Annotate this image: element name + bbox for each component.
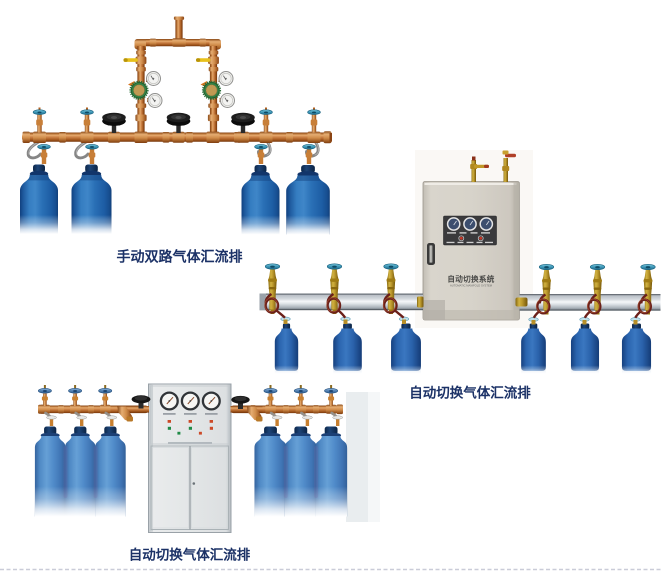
svg-text:自动切换气体汇流排: 自动切换气体汇流排 xyxy=(129,547,251,563)
svg-text:自动切换系统: 自动切换系统 xyxy=(447,274,494,284)
svg-text:AUTOMATIC MANIFOLD SYSTEM: AUTOMATIC MANIFOLD SYSTEM xyxy=(450,283,493,287)
svg-text:自动切换气体汇流排: 自动切换气体汇流排 xyxy=(409,385,531,401)
svg-text:手动双路气体汇流排: 手动双路气体汇流排 xyxy=(117,249,243,265)
